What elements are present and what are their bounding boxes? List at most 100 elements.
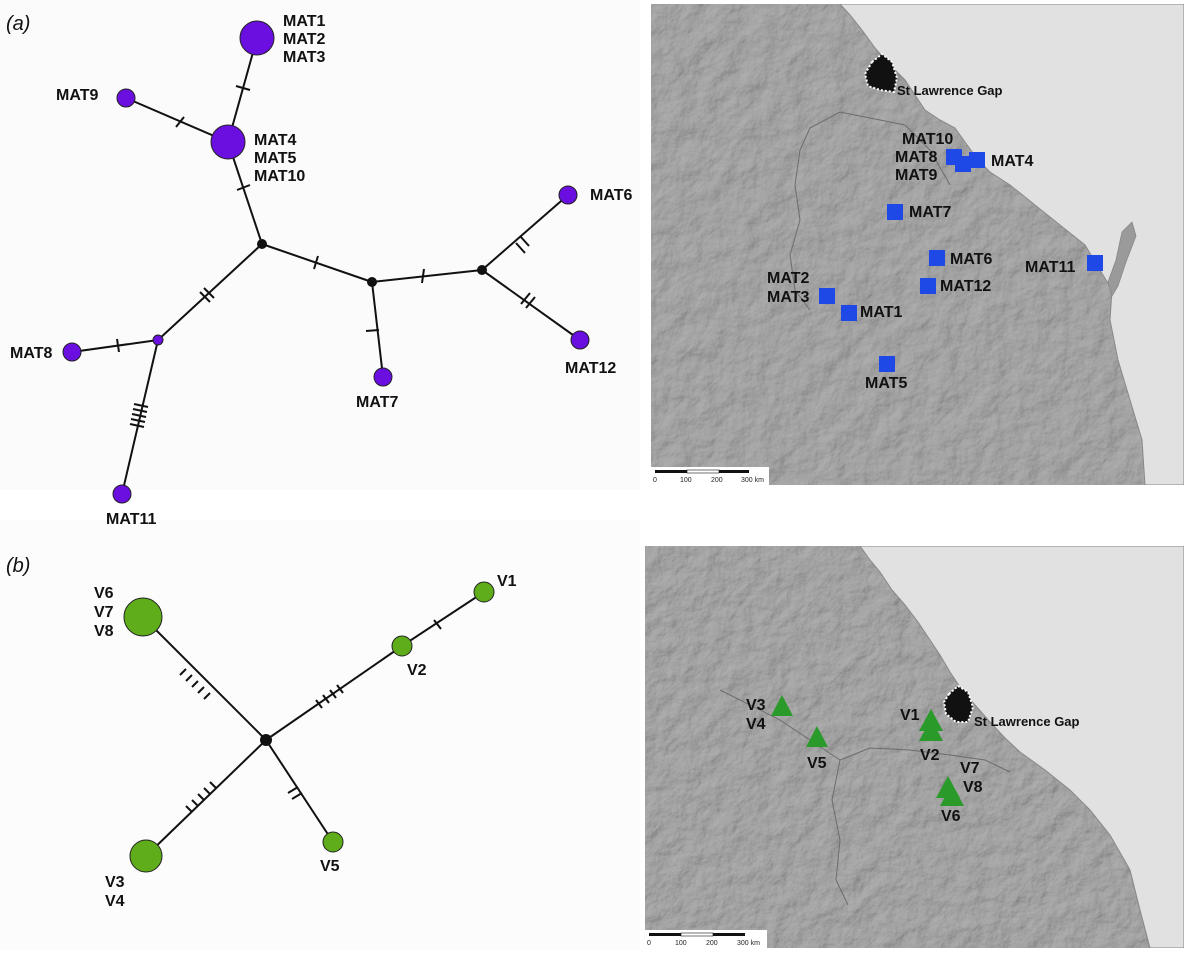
map-b-site-labels: V3 V4 V5 V1 V2 V7 V8 V6 [746,697,983,825]
site-marker-mat8-9 [955,156,971,172]
label-mat7: MAT7 [356,394,398,411]
panel-a-map: St Lawrence Gap MAT10 MAT8 MAT9 MAT4 MAT… [651,4,1184,485]
svg-text:100: 100 [680,477,692,484]
panel-b-tag: (b) [6,555,30,577]
label-mat5: MAT5 [254,150,296,167]
map-a-site-labels: MAT10 MAT8 MAT9 MAT4 MAT7 MAT6 MAT12 MAT… [767,131,1075,392]
site-marker-mat6 [929,250,945,266]
label-mat3: MAT3 [283,49,325,66]
network-b-labels: V6 V7 V8 V1 V2 V5 V3 V4 [94,573,517,910]
site-marker-mat11 [1087,255,1103,271]
network-b-nodes [123,581,495,873]
site-label-v2: V2 [920,747,940,764]
label-mat8: MAT8 [10,345,52,362]
map-b-scale-bar: 0 100 200 300 km [645,930,767,948]
site-marker-mat4 [969,152,985,168]
label-mat12: MAT12 [565,360,616,377]
site-label-v7: V7 [960,760,980,777]
haplotype-node-v6-7-8 [123,597,163,637]
label-v2: V2 [407,662,427,679]
site-marker-v2 [919,719,943,741]
site-marker-v3-4 [771,695,793,716]
network-a-edges [71,37,581,495]
map-a-catchment-boundary [789,111,951,311]
haplotype-node-mat12 [570,330,590,350]
label-mat11: MAT11 [106,511,156,528]
label-mat9: MAT9 [56,87,98,104]
svg-text:200: 200 [706,940,718,947]
panel-a-background [0,0,640,490]
site-marker-v6 [940,784,964,806]
haplotype-node-v3-4 [129,839,163,873]
svg-text:0: 0 [653,477,657,484]
label-mat6: MAT6 [590,187,632,204]
map-a-highlight-area [863,52,899,94]
site-label-mat2: MAT2 [767,270,809,287]
panel-a-tag: (a) [6,13,30,35]
site-label-mat10: MAT10 [902,131,953,148]
map-b-place-label: St Lawrence Gap [974,714,1080,729]
site-label-mat4: MAT4 [991,153,1033,170]
label-v5: V5 [320,858,340,875]
haplotype-node-v2 [391,635,413,657]
haplotype-node-mat1-3 [239,20,275,56]
label-v1: V1 [497,573,517,590]
haplotype-node-small [152,334,164,346]
site-label-v4: V4 [746,716,766,733]
site-label-mat12: MAT12 [940,278,991,295]
svg-text:0: 0 [647,940,651,947]
network-a-mutation-ticks [116,85,536,428]
panel-b-network: (b) [6,555,517,910]
panel-b-map: St Lawrence Gap V3 V4 V5 V1 V2 V7 V8 V6 … [645,546,1184,948]
site-label-mat3: MAT3 [767,289,809,306]
haplotype-node-mat4-5-10 [210,124,246,160]
svg-text:200: 200 [711,477,723,484]
site-marker-mat12 [920,278,936,294]
label-v7: V7 [94,604,114,621]
label-v4: V4 [105,893,125,910]
map-b-site-markers [771,695,964,806]
site-marker-v5 [806,726,828,747]
site-marker-mat2-3 [819,288,835,304]
label-v8: V8 [94,623,114,640]
site-label-mat6: MAT6 [950,251,992,268]
map-a-place-label: St Lawrence Gap [897,83,1003,98]
panel-a-network: (a) [6,13,632,528]
map-a-island [1107,221,1137,297]
map-b-highlight-area [942,684,975,723]
label-mat1: MAT1 [283,13,325,30]
site-label-v6: V6 [941,808,961,825]
site-label-mat8: MAT8 [895,149,937,166]
label-mat10: MAT10 [254,168,305,185]
site-label-v8: V8 [963,779,983,796]
label-v6: V6 [94,585,114,602]
svg-text:300 km: 300 km [741,477,764,484]
site-marker-mat1 [841,305,857,321]
label-v3: V3 [105,874,125,891]
site-label-v1: V1 [900,707,920,724]
site-label-mat5: MAT5 [865,375,907,392]
svg-text:100: 100 [675,940,687,947]
site-marker-mat5 [879,356,895,372]
haplotype-node-mat11 [112,484,132,504]
median-vector-1 [257,239,267,249]
map-a-sea [839,4,1184,485]
haplotype-node-mat9 [116,88,136,108]
network-b-mutation-ticks [179,619,442,813]
site-label-mat9: MAT9 [895,167,937,184]
haplotype-node-mat7 [373,367,393,387]
site-label-mat11: MAT11 [1025,259,1075,276]
site-marker-mat7 [887,204,903,220]
panel-b-background [0,520,640,950]
haplotype-node-v5 [322,831,344,853]
site-label-v3: V3 [746,697,766,714]
label-mat2: MAT2 [283,31,325,48]
map-a-site-markers [819,149,1103,372]
haplotype-node-mat8 [62,342,82,362]
network-a-nodes [62,20,590,504]
median-vector-2 [367,277,377,287]
median-vector-3 [477,265,487,275]
site-label-v5: V5 [807,755,827,772]
label-mat4: MAT4 [254,132,296,149]
svg-text:300 km: 300 km [737,940,760,947]
